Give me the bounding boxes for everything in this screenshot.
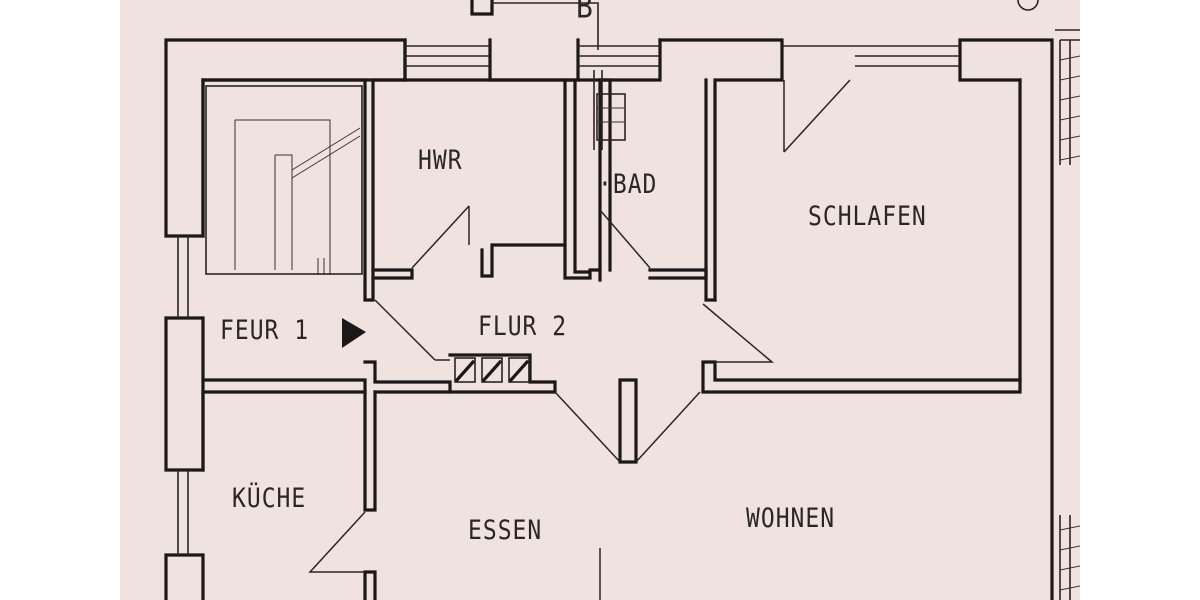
section-marker-label: B [576,0,594,26]
interior-walls [201,78,1022,600]
window-lines [177,29,1080,555]
room-label-flur-2: FLUR 2 [478,312,568,342]
room-label-essen: ESSEN [468,516,543,546]
door-swings [308,79,851,600]
section-marker [470,0,1039,50]
room-label-kueche: KÜCHE [232,484,307,514]
entrance-arrow-icon [342,318,366,348]
room-label-schlafen: SCHLAFEN [808,202,927,232]
room-label-bad: ·BAD [598,170,658,200]
bath-fixtures [593,70,626,150]
floor-plan-drawing [164,0,1080,600]
room-label-flur-1: FEUR 1 [220,316,310,346]
floor-plan-sheet: B HWR ·BAD SCHLAFEN FEUR 1 FLUR 2 KÜCHE … [120,0,1080,600]
staircase [205,85,363,275]
balcony-edge [1059,40,1080,600]
room-label-hwr: HWR [418,146,463,176]
room-label-wohnen: WOHNEN [746,504,836,534]
ducts [454,357,530,383]
